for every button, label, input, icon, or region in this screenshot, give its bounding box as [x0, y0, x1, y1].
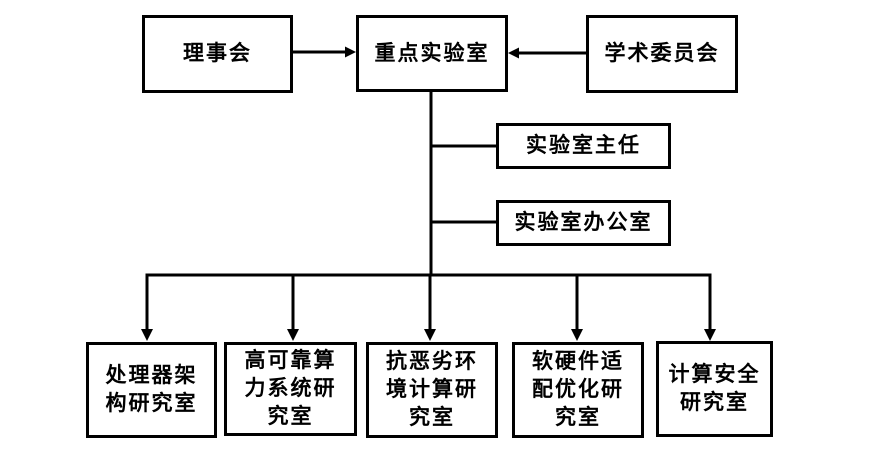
arrowhead-dept1 [141, 329, 153, 341]
node-lab-office: 实验室办公室 [496, 200, 671, 246]
node-academic-committee: 学术委员会 [586, 15, 738, 93]
node-dept-computing-security: 计算安全 研究室 [656, 341, 773, 437]
node-key-laboratory: 重点实验室 [356, 15, 508, 92]
node-dept-harsh-env-computing: 抗恶劣环 境计算研 究室 [366, 342, 498, 438]
node-dept-hw-sw-adaptation: 软硬件适 配优化研 究室 [512, 342, 644, 438]
arrowhead-dept4 [571, 329, 583, 341]
arrowhead-board-to-keylab [345, 46, 356, 58]
arrowhead-dept5 [704, 329, 716, 341]
node-board-of-directors: 理事会 [142, 15, 293, 93]
arrowhead-academic-to-keylab [508, 47, 519, 59]
arrowhead-dept2 [287, 329, 299, 341]
node-dept-reliable-computing: 高可靠算 力系统研 究室 [224, 342, 357, 436]
node-lab-director: 实验室主任 [496, 123, 671, 169]
node-dept-processor-architecture: 处理器架 构研究室 [86, 342, 217, 438]
arrowhead-dept3 [424, 329, 436, 341]
